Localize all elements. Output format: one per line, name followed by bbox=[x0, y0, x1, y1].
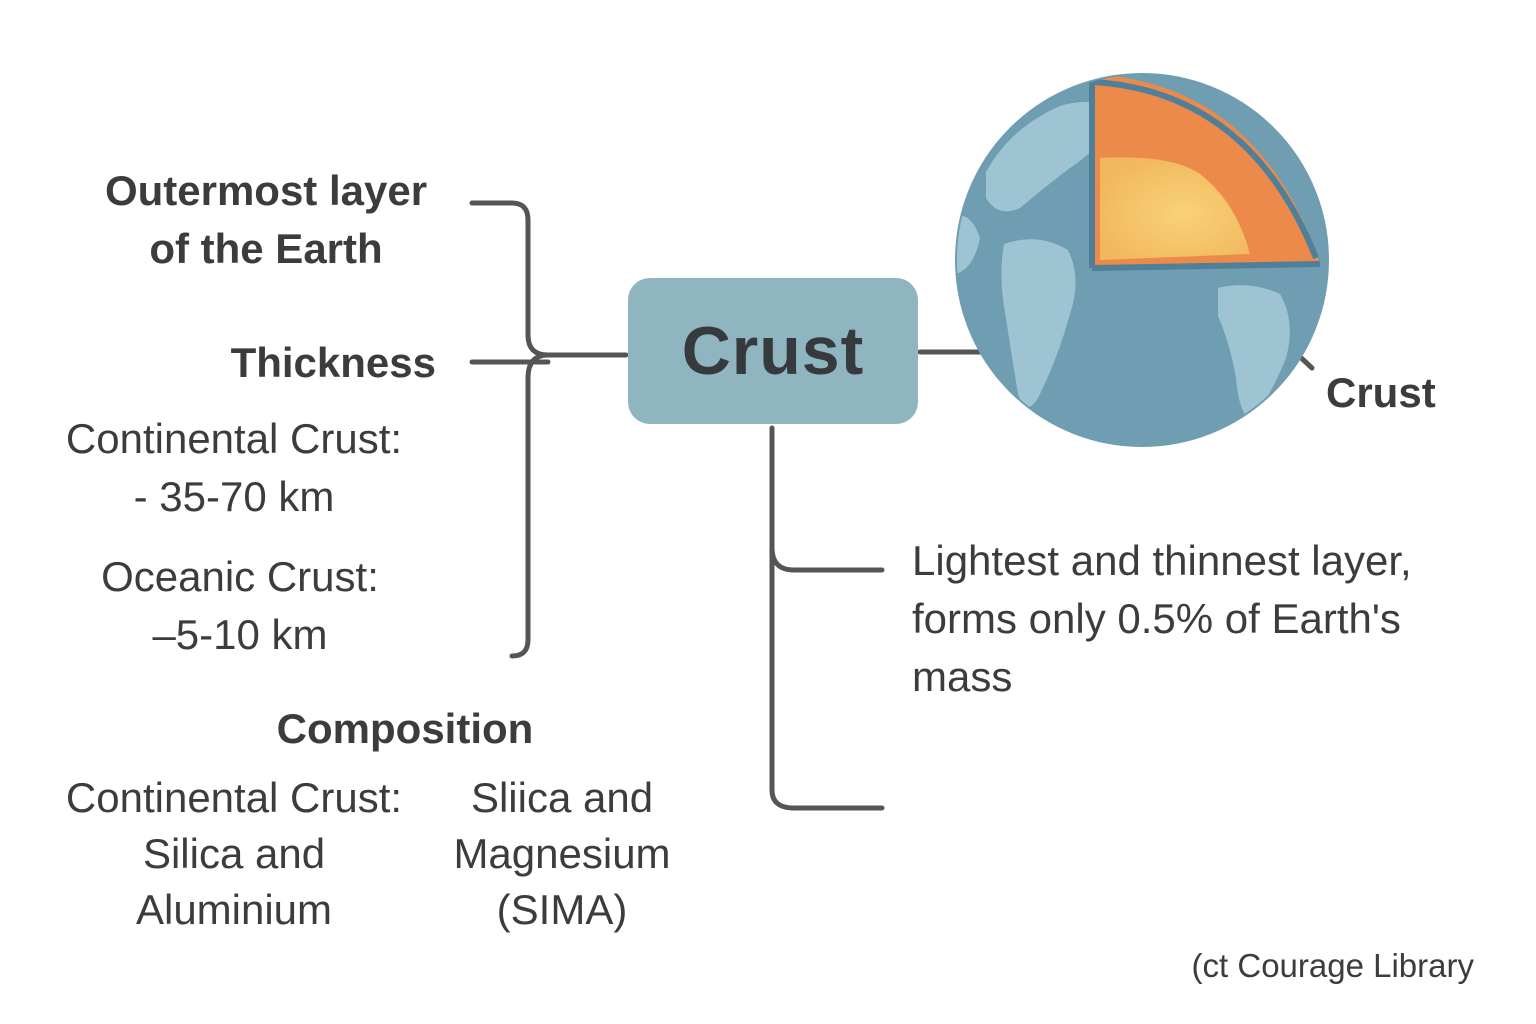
continental-thickness-line-1: Continental Crust: bbox=[65, 415, 403, 462]
oceanic-composition-text: Sliica and Magnesium (SIMA) bbox=[432, 770, 692, 938]
oceanic-thickness-line-1: Oceanic Crust: bbox=[101, 553, 379, 600]
fact-line-3: mass bbox=[912, 653, 1013, 700]
connector-bracket-lower bbox=[509, 352, 551, 659]
credit-text: (ct Courage Library bbox=[1191, 947, 1474, 984]
oceanic-composition-line-1: Sliica and bbox=[470, 774, 654, 821]
connector-lower-branch bbox=[769, 545, 885, 811]
cutaway-inner-layer bbox=[1100, 157, 1250, 260]
connector-outermost bbox=[469, 200, 629, 358]
continent-north-america bbox=[986, 102, 1120, 212]
crust-node-label: Crust bbox=[681, 313, 865, 389]
composition-heading: Composition bbox=[276, 705, 534, 752]
oceanic-composition-line-3: (SIMA) bbox=[496, 886, 628, 933]
oceanic-thickness-line-2: –5-10 km bbox=[152, 611, 328, 658]
fact-line-1: Lightest and thinnest layer, bbox=[912, 537, 1412, 584]
oceanic-composition-line-2: Magnesium bbox=[453, 830, 671, 877]
continental-composition-line-2: Silica and bbox=[142, 830, 326, 877]
connector-vertical bbox=[769, 425, 885, 573]
continental-composition-line-1: Continental Crust: bbox=[65, 774, 403, 821]
continental-composition-text: Continental Crust: Silica and Aluminium bbox=[36, 770, 432, 938]
oceanic-thickness-text: Oceanic Crust: –5-10 km bbox=[60, 548, 420, 664]
outermost-line-1: Outermost layer bbox=[104, 167, 428, 214]
fact-text: Lightest and thinnest layer, forms only … bbox=[912, 532, 1492, 706]
crust-node: Crust bbox=[628, 278, 918, 424]
continent-south-america bbox=[1001, 239, 1076, 408]
outermost-line-2: of the Earth bbox=[149, 225, 383, 272]
continental-thickness-line-2: - 35-70 km bbox=[133, 473, 335, 520]
earth-cutaway-illustration bbox=[955, 73, 1329, 447]
continental-composition-line-3: Aluminium bbox=[135, 886, 333, 933]
fact-line-2: forms only 0.5% of Earth's bbox=[912, 595, 1401, 642]
thickness-heading: Thickness bbox=[230, 339, 436, 386]
continental-thickness-text: Continental Crust: - 35-70 km bbox=[36, 410, 432, 526]
globe-crust-label: Crust bbox=[1326, 369, 1436, 416]
continent-africa bbox=[1218, 285, 1290, 422]
outermost-text: Outermost layer of the Earth bbox=[84, 162, 448, 278]
